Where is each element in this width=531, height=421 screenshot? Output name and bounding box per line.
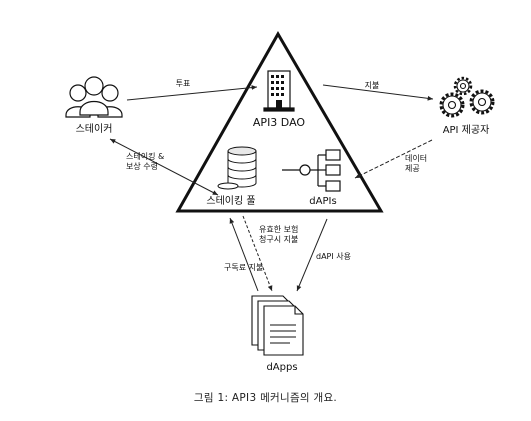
dapps-label: dApps — [266, 362, 297, 373]
data-arrow — [354, 139, 433, 179]
voting-label: 투표 — [176, 79, 191, 88]
dapi-usage-arrow — [296, 218, 328, 292]
staking-arrow — [109, 138, 219, 196]
gears-icon — [439, 76, 495, 118]
insurance-arrow — [242, 215, 273, 292]
api-providers-label: API 제공자 — [443, 124, 490, 136]
payment-arrow — [322, 84, 434, 101]
staking-pool-label: 스테이킹 풀 — [206, 195, 255, 207]
dao-triangle — [175, 30, 384, 213]
data-label-line1: 데이터 — [405, 153, 427, 163]
dapi-tree-icon — [282, 149, 341, 192]
people-icon — [65, 76, 123, 118]
insurance-label-line2: 청구시 지불 — [259, 234, 298, 244]
dao-label: API3 DAO — [253, 116, 306, 129]
subscription-label: 구독료 지불 — [224, 262, 263, 272]
dapis-label: dAPIs — [309, 196, 336, 207]
staking-label-line1: 스테이킹 & — [126, 151, 164, 161]
building-icon — [263, 70, 295, 112]
figure-caption: 그림 1: API3 메커니즘의 개요. — [193, 392, 338, 404]
payment-label: 지불 — [365, 80, 380, 90]
stakers-label: 스테이커 — [76, 123, 113, 135]
data-label-line2: 제공 — [405, 164, 420, 173]
dapi-usage-label: dAPI 사용 — [316, 252, 351, 261]
subscription-arrow — [229, 217, 259, 292]
staking-label-line2: 보상 수령 — [126, 161, 158, 171]
voting-arrow — [126, 85, 258, 101]
documents-icon — [251, 295, 304, 356]
coin-stack-icon — [217, 146, 257, 190]
insurance-label-line1: 유효한 보험 — [259, 225, 298, 234]
